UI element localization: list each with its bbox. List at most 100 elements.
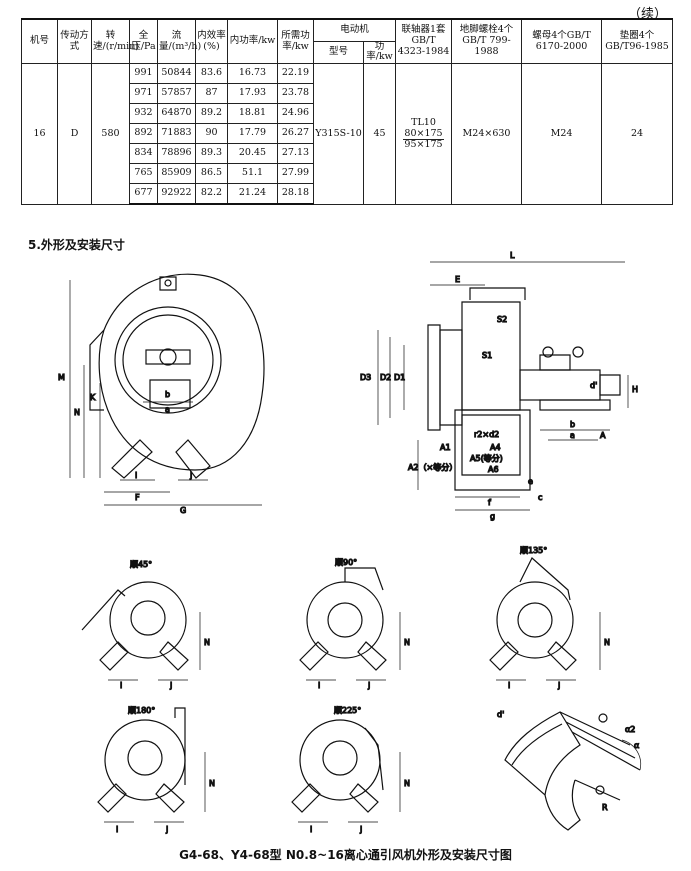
label-a: a: [165, 405, 170, 414]
side-inlet-flange: [427, 324, 441, 431]
sv4-outlet: [174, 707, 186, 785]
side-label-A: A: [600, 431, 606, 440]
detail-label-a2: α2: [625, 725, 635, 734]
label-j: j: [189, 471, 192, 480]
side-coupling: [599, 374, 621, 396]
detail-label-d: d': [497, 710, 504, 719]
sv1-outlet: [81, 589, 126, 631]
side-bearing-base: [539, 399, 611, 411]
sv4-label: 顺180°: [128, 706, 155, 715]
small-view-2: [299, 567, 401, 681]
sv5-j: j: [359, 825, 362, 834]
sv4-N: N: [209, 779, 215, 788]
side-label-g: g: [490, 512, 495, 521]
side-label-E: E: [455, 275, 460, 284]
cell-motor-model: Y315S-10: [313, 63, 364, 205]
sv2-N: N: [404, 638, 410, 647]
th-flow: 流量/(m³/h): [157, 18, 201, 65]
detail-label-R: R: [602, 803, 608, 812]
sv1-N: N: [204, 638, 210, 647]
sv5-label: 顺225°: [334, 706, 361, 715]
detail-label-a: α: [634, 741, 639, 750]
side-lug-2: [572, 346, 584, 358]
th-motor: 电动机: [312, 18, 397, 42]
side-bearing-cap: [539, 354, 571, 371]
label-i: i: [135, 471, 137, 480]
small-view-3: [489, 557, 601, 681]
th-coupling: 联轴器1套GB/T 4323-1984: [395, 18, 453, 65]
cell-required-power: 27.13: [277, 143, 314, 165]
section-title: 5.外形及安装尺寸: [28, 238, 125, 252]
sv3-foot-r: [547, 641, 577, 671]
side-label-a: a: [570, 431, 575, 440]
side-lug-1: [542, 346, 554, 358]
side-label-L: L: [510, 251, 515, 260]
sv5-foot-r: [349, 783, 379, 813]
sv4-j: j: [165, 825, 168, 834]
sv1-foot-l: [99, 641, 129, 671]
sv3-i: i: [508, 681, 510, 690]
th-transmission: 传动方式: [57, 18, 92, 65]
sv3-volute: [496, 581, 574, 659]
sv1-volute: [109, 581, 187, 659]
cell-speed: 580: [91, 63, 130, 205]
sv1-i: i: [120, 681, 122, 690]
th-washer: 垫圈4个GB/T96-1985: [601, 18, 674, 65]
label-b: b: [165, 390, 170, 399]
continued-label: （续）: [627, 7, 667, 22]
side-label-A4: A4: [490, 443, 501, 452]
sv3-label: 顺135°: [520, 546, 547, 555]
sv1-label: 顺45°: [130, 560, 152, 569]
side-base-opening: [461, 414, 521, 476]
spec-table: 机号 传动方式 转速/(r/min) 全压/Pa 流量/(m³/h) 内效率(%…: [21, 18, 674, 206]
detail-view: [504, 711, 641, 831]
cell-required-power: 27.99: [277, 163, 314, 185]
label-F: F: [135, 493, 140, 502]
cell-washer: 24: [601, 63, 674, 205]
sv2-foot-l: [299, 641, 329, 671]
coupling-prefix: TL10: [411, 116, 436, 128]
front-view: [69, 273, 265, 506]
side-view: [377, 261, 629, 511]
sv5-outlet: [364, 727, 384, 791]
side-label-e: e: [528, 477, 533, 486]
small-view-1: [81, 581, 201, 681]
sv5-foot-l: [291, 783, 321, 813]
th-motor-power: 功率/kw: [362, 40, 397, 65]
side-label-A6: A6: [488, 465, 499, 474]
detail-rib-1: [559, 711, 631, 746]
small-view-5: [291, 719, 401, 823]
sv3-foot-l: [489, 641, 519, 671]
detail-angle-arc: [621, 739, 641, 771]
cell-transmission: D: [57, 63, 92, 205]
front-foot-right: [175, 439, 211, 479]
th-required-power: 所需功率/kw: [277, 18, 314, 65]
front-foot-left: [111, 439, 153, 479]
sv5-i: i: [310, 825, 312, 834]
side-label-D2: D2: [380, 373, 391, 382]
coupling-numerator: 80×175: [403, 127, 444, 141]
sv2-outlet: [344, 567, 384, 591]
front-outlet: [89, 329, 105, 411]
sv4-foot-r: [155, 783, 185, 813]
cell-anchor-bolt: M24×630: [451, 63, 523, 205]
side-label-A5: A5(等分): [470, 453, 503, 463]
detail-rib-4: [574, 779, 621, 801]
sv1-inlet: [130, 600, 166, 636]
side-label-A1: A1: [440, 443, 451, 452]
detail-bolt-2: [595, 785, 605, 795]
front-lifting-lug: [159, 276, 177, 291]
label-N: N: [74, 408, 80, 417]
sv2-foot-r: [357, 641, 387, 671]
label-K: K: [90, 393, 96, 402]
front-volute-outline: [98, 273, 265, 471]
sv4-volute: [104, 719, 186, 801]
front-hub: [159, 348, 177, 366]
